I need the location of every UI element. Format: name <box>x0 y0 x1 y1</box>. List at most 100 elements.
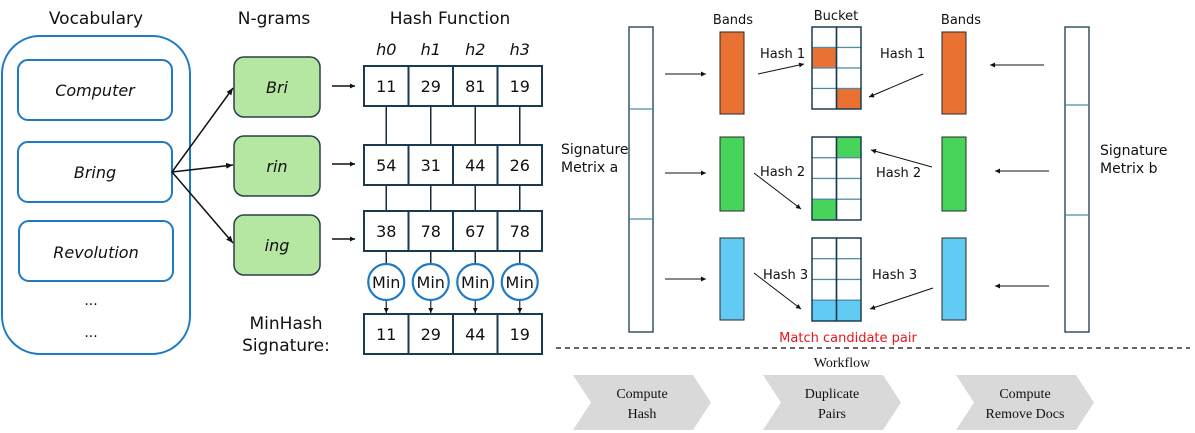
hash-cell <box>363 313 410 355</box>
band-a-3 <box>719 237 745 321</box>
arrow-hash1-left <box>757 62 805 75</box>
hash-value: 19 <box>510 325 530 344</box>
signature-a-label-line2: Metrix a <box>561 160 618 176</box>
signature-matrix-b <box>1064 26 1090 333</box>
match-candidate-pair-label: Match candidate pair <box>779 331 917 346</box>
arrow-hash3-right <box>869 287 934 310</box>
hash-value: 54 <box>376 156 396 175</box>
min-label: Min <box>417 273 445 292</box>
bucket-cell <box>811 67 838 90</box>
hash-value: 44 <box>465 156 485 175</box>
arrow-hash2-left <box>753 172 802 210</box>
hash-value: 11 <box>376 77 396 96</box>
bucket-cell <box>811 278 838 301</box>
hash-value: 29 <box>421 325 441 344</box>
hash-column-header: h1 <box>421 40 441 59</box>
hash-column-header: h2 <box>465 40 485 59</box>
bucket-cell <box>835 26 862 49</box>
bucket-cell-filled <box>835 299 862 322</box>
bucket-2 <box>811 136 862 221</box>
bucket-cell-filled <box>811 299 838 322</box>
band-a-1 <box>719 31 745 115</box>
signature-b-label-line1: Signature <box>1100 143 1168 159</box>
hash-value: 78 <box>421 222 441 241</box>
workflow-step-line2: Remove Docs <box>986 407 1065 422</box>
hash-value: 67 <box>465 222 485 241</box>
minhash-label-line2: Signature: <box>242 336 330 356</box>
bucket-cell <box>835 258 862 281</box>
hash-cell <box>496 144 543 186</box>
vocab-word-bring: Bring <box>17 141 173 203</box>
signature-a-label-line1: Signature <box>561 142 629 158</box>
hash-function-title: Hash Function <box>390 9 511 29</box>
bucket-cell <box>811 177 838 200</box>
bucket-cell <box>811 136 838 159</box>
hash-value: 29 <box>421 77 441 96</box>
bucket-cell <box>835 157 862 180</box>
min-operator: Min <box>411 262 450 302</box>
hash-value: 78 <box>510 222 530 241</box>
bucket-cell-filled <box>835 136 862 159</box>
bucket-cell <box>835 198 862 221</box>
hash-value: 38 <box>376 222 396 241</box>
hash-cell <box>363 144 410 186</box>
bucket-cell <box>835 278 862 301</box>
vocabulary-container <box>1 35 191 355</box>
hash-value: 19 <box>510 77 530 96</box>
hash-value: 26 <box>510 156 530 175</box>
signature-b-label-line2: Metrix b <box>1100 161 1158 177</box>
hash-cell <box>496 210 543 252</box>
vocab-word-revolution: Revolution <box>18 220 174 282</box>
hash-left-label-1: Hash 1 <box>760 47 805 62</box>
band-a-2 <box>719 136 745 212</box>
bucket-cell <box>811 157 838 180</box>
ngrams-title: N-grams <box>238 9 311 29</box>
hash-cell <box>452 313 499 355</box>
bucket-cell <box>811 237 838 260</box>
ngram-label: rin <box>266 157 287 176</box>
min-operator: Min <box>500 262 539 302</box>
arrow-bring-to-ing <box>171 171 234 244</box>
hash-cell <box>363 210 410 252</box>
ngram-rin: rin <box>233 135 321 197</box>
min-operator: Min <box>456 262 495 302</box>
hash-cell <box>407 144 454 186</box>
arrow-hash2-right <box>870 148 933 168</box>
hash-left-label-2: Hash 2 <box>760 165 805 180</box>
minhash-label-line1: MinHash <box>250 314 323 334</box>
hash-right-label-2: Hash 2 <box>876 166 921 181</box>
bucket-cell <box>835 237 862 260</box>
hash-cell <box>407 65 454 107</box>
hash-cell <box>452 210 499 252</box>
bucket-1 <box>811 26 862 110</box>
chevron-shape <box>573 375 711 430</box>
workflow-step-line1: Compute <box>999 387 1050 402</box>
chevron-shape <box>763 375 901 430</box>
vocab-word-label: Computer <box>55 81 136 100</box>
hash-right-label-3: Hash 3 <box>872 268 917 283</box>
hash-value: 44 <box>465 325 485 344</box>
hash-column-header: h0 <box>376 40 396 59</box>
min-label: Min <box>506 273 534 292</box>
band-b-2 <box>941 136 967 212</box>
hash-cell <box>496 313 543 355</box>
bucket-cell-filled <box>811 46 838 69</box>
chevron-shape <box>956 375 1094 430</box>
bucket-cell-filled <box>811 198 838 221</box>
vocab-word-computer: Computer <box>17 59 173 121</box>
ngram-ing: ing <box>233 214 321 276</box>
arrow-bring-to-rin <box>171 162 234 173</box>
hash-value: 11 <box>376 325 396 344</box>
hash-left-label-3: Hash 3 <box>763 268 808 283</box>
bucket-cell <box>835 177 862 200</box>
signature-matrix-a <box>628 26 654 333</box>
vocab-ellipsis: ... <box>84 325 97 341</box>
ngram-bri: Bri <box>233 56 321 118</box>
workflow-step-line2: Hash <box>628 407 657 422</box>
bucket-cell <box>811 258 838 281</box>
workflow-step-line1: Compute <box>616 387 667 402</box>
